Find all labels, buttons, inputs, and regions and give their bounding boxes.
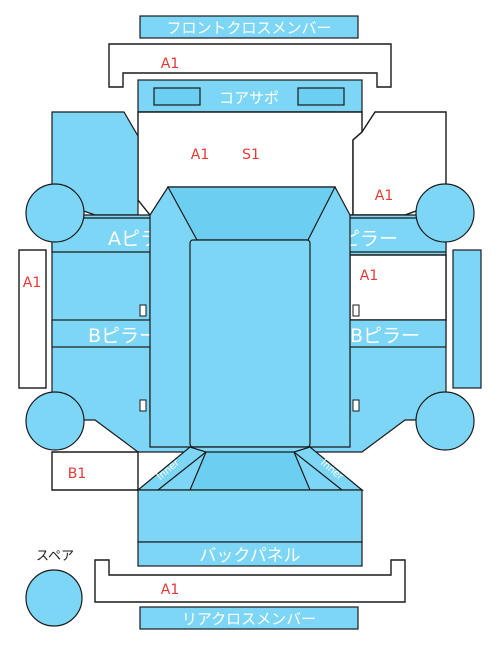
damage-code-right-fender: A1 [375,188,393,204]
back-panel-label: バックパネル [199,546,300,566]
left-rear-door-latch [139,399,147,412]
damage-code-rear-left: B1 [68,466,87,482]
front-cross-member[interactable] [139,15,359,39]
roof-panel[interactable] [189,239,311,448]
right-front-wheel[interactable] [415,183,475,243]
windshield[interactable] [166,186,336,241]
right-rocker-panel[interactable] [452,249,482,389]
rear-window[interactable] [189,451,311,491]
front-bracket-outline [108,43,392,88]
rear-cross-member-label: リアクロスメンバー [182,610,316,628]
left-front-wheel[interactable] [25,183,85,243]
b-pillar-right-label: Bピラー [350,325,420,347]
damage-code-rear-cross: A1 [161,582,179,598]
damage-code-front-right: S1 [242,147,260,163]
damage-code-left-side: A1 [23,275,41,291]
back-panel[interactable] [137,541,363,567]
left-front-door-latch [139,304,147,317]
rear-cross-member[interactable] [139,606,359,630]
rear-bracket-outline [94,559,406,603]
damage-code-right-door: A1 [360,268,378,284]
core-support-right-slot [297,87,345,106]
spare-tire[interactable] [25,569,83,627]
front-cross-member-label: フロントクロスメンバー [166,19,331,37]
core-support-left-slot [153,87,201,106]
right-front-door-outline[interactable] [349,254,447,321]
right-rear-door-latch [352,399,360,412]
right-rear-wheel[interactable] [415,391,475,451]
damage-code-front-cross: A1 [161,56,179,72]
core-support-label: コアサポ [219,89,279,107]
b-pillar-left-label: Bピラー [88,325,158,347]
left-rear-wheel[interactable] [25,391,85,451]
trunk-floor[interactable] [137,489,363,543]
right-front-door-latch [352,304,360,317]
damage-code-front-left: A1 [191,147,209,163]
rear-left-quarter-outline[interactable] [51,451,139,491]
left-rocker-outline[interactable] [18,249,47,389]
spare-label: スペア [36,549,74,564]
